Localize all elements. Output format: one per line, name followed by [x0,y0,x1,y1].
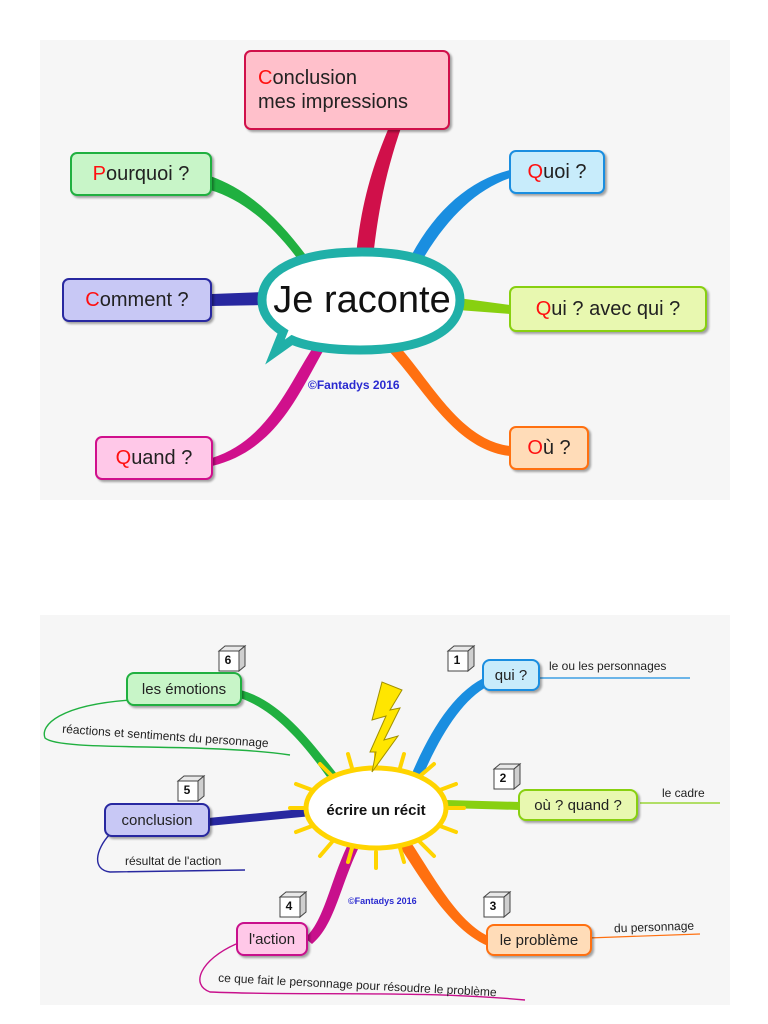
note-curve-conclusion [96,833,246,873]
credit-2: ©Fantadys 2016 [348,896,417,906]
node-quand-label: uand ? [131,446,193,469]
node-ou-label: ù ? [542,436,571,459]
note-conclusion: résultat de l'action [125,854,222,868]
branch-emotions [240,690,340,784]
note-qui: le ou les personnages [549,659,667,673]
cube-4-icon: 4 [278,890,308,923]
node-pourquoi-letter: P [92,162,106,185]
branch-action [305,840,360,944]
node-qui-letter: Q [535,297,552,320]
branch-qui-2 [410,676,488,782]
sun-ellipse [303,765,449,851]
node-qui-label: ui ? avec qui ? [551,297,681,320]
cube-6-icon: 6 [217,644,247,677]
credit-1: ©Fantadys 2016 [308,378,400,392]
node-ou-quand[interactable]: où ? quand ? [518,789,638,821]
node-action[interactable]: l'action [236,922,308,956]
branch-quoi [410,170,510,264]
branch-probleme [398,838,488,946]
note-ou: le cadre [662,786,705,800]
note-curve-probleme [587,933,701,939]
cube-6-number: 6 [224,653,232,667]
center-je-raconte: Je raconte [273,278,451,321]
node-quand-letter: Q [115,446,132,469]
node-emotions[interactable]: les émotions [126,672,242,706]
node-comment-label: omment ? [99,288,189,311]
cube-2-number: 2 [499,771,507,785]
cube-2-icon: 2 [492,762,522,795]
node-quoi-letter: Q [527,160,544,183]
node-conclusion[interactable]: Conclusion mes impressions [244,50,450,130]
node-comment-letter: C [85,288,100,311]
node-ou-letter: O [527,436,543,459]
node-probleme[interactable]: le problème [486,924,592,956]
cube-1-icon: 1 [446,644,476,677]
branch-comment [212,292,265,306]
branch-conclusion [355,120,403,268]
node-pourquoi-label: ourquoi ? [105,162,190,185]
node-qui-2[interactable]: qui ? [482,659,540,691]
cube-5-icon: 5 [176,774,206,807]
cube-1-number: 1 [453,653,461,667]
branch-pourquoi [210,176,308,262]
note-curve-emotions [43,699,291,756]
center-ecrire-un-recit: écrire un récit [326,801,426,819]
lightning-icon [369,681,403,773]
branch-conclusion-2 [208,808,312,826]
branch-ou [388,345,510,456]
cube-5-number: 5 [183,783,191,797]
speech-bubble [257,247,465,365]
cube-3-number: 3 [489,899,497,913]
node-conclusion-2[interactable]: conclusion [104,803,210,837]
branch-qui [458,298,510,314]
node-conclusion-line1: onclusion [272,67,357,89]
note-probleme: du personnage [613,918,695,936]
cube-4-number: 4 [285,899,293,913]
cube-3-icon: 3 [482,890,512,923]
node-quoi-label: uoi ? [543,160,587,183]
node-conclusion-line2: mes impressions [258,91,409,113]
node-conclusion-letter: C [258,67,273,89]
note-curve-action [199,943,526,1001]
branch-quand [212,340,326,466]
